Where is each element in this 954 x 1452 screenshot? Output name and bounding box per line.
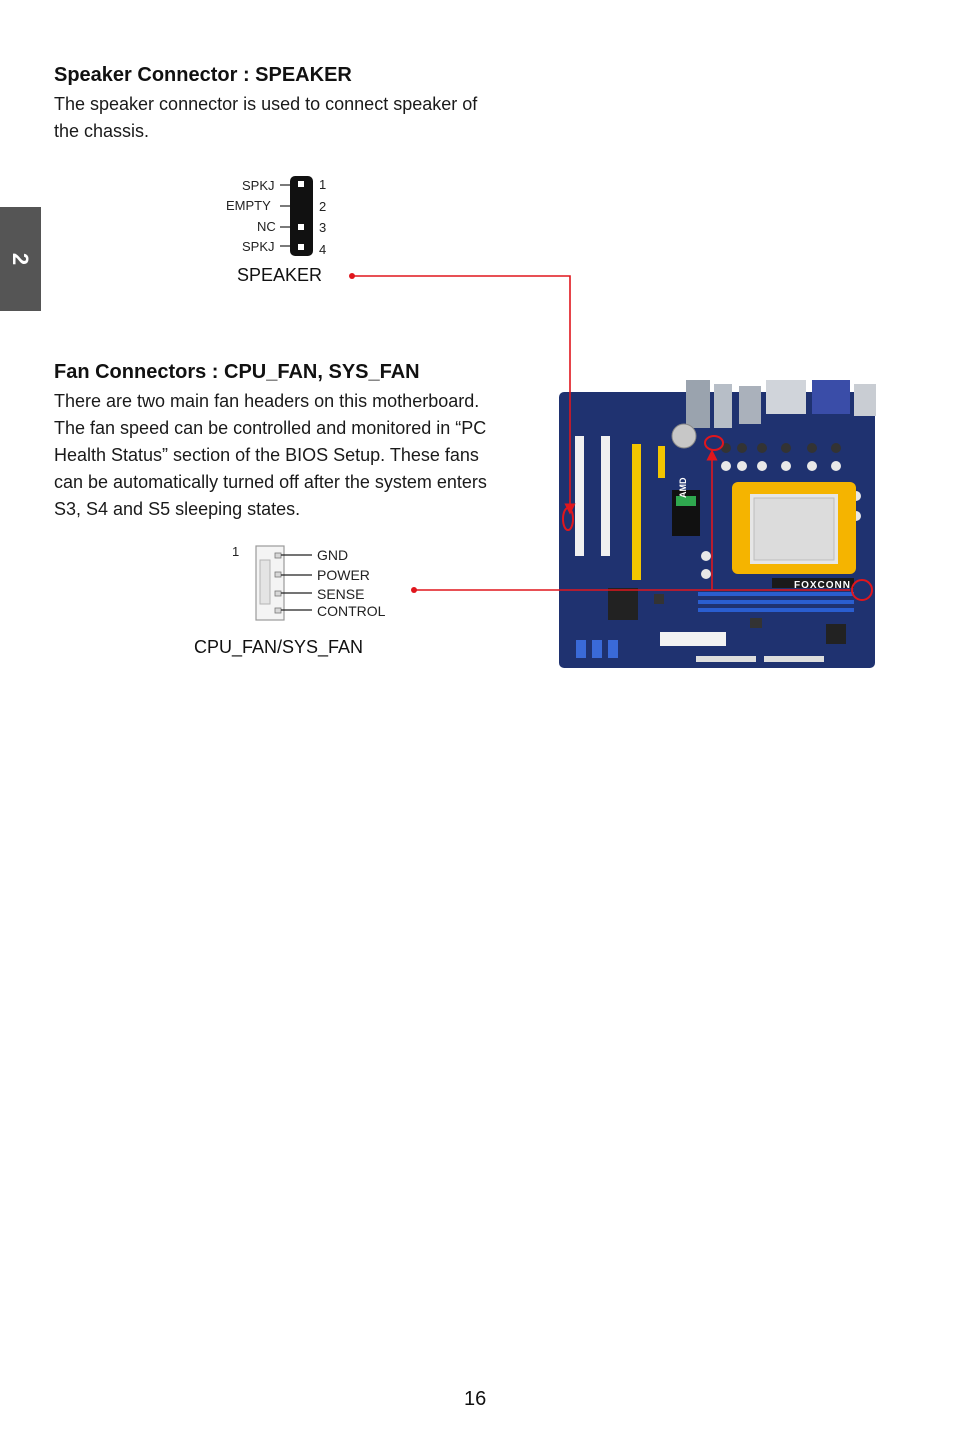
speaker-pin-number: 3 (319, 220, 327, 235)
speaker-pin-label: EMPTY (226, 198, 271, 213)
speaker-caption: SPEAKER (237, 265, 323, 285)
speaker-pin-number: 1 (319, 177, 327, 192)
speaker-description-line: The speaker connector is used to connect… (54, 94, 478, 114)
fan-pin-label: POWER (317, 567, 370, 583)
fan-heading: Fan Connectors : CPU_FAN, SYS_FAN (54, 361, 420, 383)
fan-description-line: S3, S4 and S5 sleeping states. (54, 499, 301, 519)
fan-description-line: There are two main fan headers on this m… (54, 391, 480, 411)
fan-description-line: Health Status” section of the BIOS Setup… (54, 445, 479, 465)
fan-pin-label: GND (317, 547, 349, 563)
fan-caption: CPU_FAN/SYS_FAN (194, 637, 364, 657)
speaker-heading: Speaker Connector : SPEAKER (54, 64, 352, 86)
chipset-logo: AMD (678, 477, 688, 499)
fan-header-diagram (255, 545, 312, 621)
fan-description: There are two main fan headers on this m… (54, 388, 534, 523)
chapter-tab: 2 (0, 207, 41, 311)
page-number: 16 (464, 1388, 487, 1410)
chapter-number: 2 (8, 252, 34, 266)
speaker-description-line: the chassis. (54, 121, 150, 141)
speaker-description: The speaker connector is used to connect… (54, 91, 534, 145)
fan-description-line: can be automatically turned off after th… (54, 472, 487, 492)
speaker-header-diagram (280, 176, 313, 256)
speaker-pin-number: 2 (319, 199, 327, 214)
fan-pin-label: SENSE (317, 586, 365, 602)
board-brand-logo: FOXCONN (794, 580, 851, 591)
fan-pin-one-marker: 1 (232, 544, 240, 559)
speaker-pin-label: NC (257, 219, 276, 234)
speaker-pin-label: SPKJ (242, 239, 275, 254)
speaker-pin-label: SPKJ (242, 178, 275, 193)
speaker-pin-number: 4 (319, 242, 327, 257)
fan-pin-label: CONTROL (317, 603, 386, 619)
fan-description-line: The fan speed can be controlled and moni… (54, 418, 487, 438)
motherboard-image (559, 380, 876, 668)
